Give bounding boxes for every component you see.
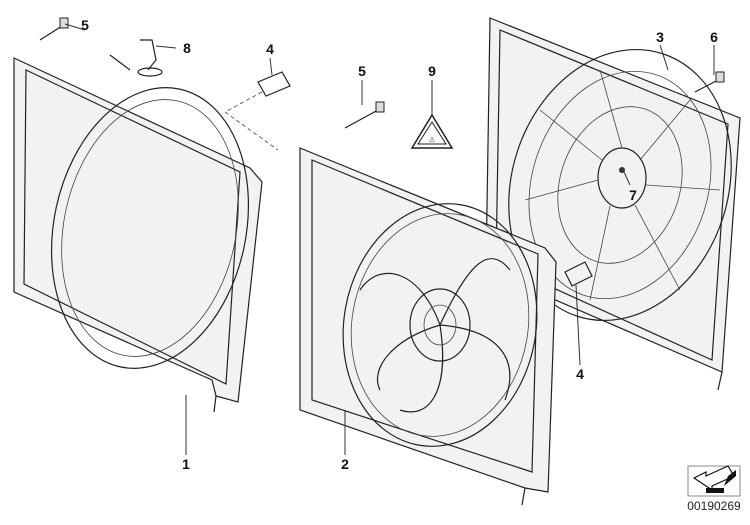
svg-text:⚠: ⚠ — [429, 136, 435, 144]
screw-icon-5-left — [39, 17, 69, 41]
label-7: 7 — [629, 187, 637, 203]
diagram-code: 00190269 — [687, 499, 741, 513]
label-5-left: 5 — [81, 17, 89, 33]
label-2: 2 — [341, 456, 349, 472]
hub-screw-icon-7 — [619, 167, 625, 173]
label-9: 9 — [428, 63, 436, 79]
part-1-fan-shroud — [13, 54, 263, 413]
leader-lines — [64, 23, 715, 455]
label-8: 8 — [183, 40, 191, 56]
warning-sticker-icon-9: ⚠ — [410, 113, 454, 149]
clip-icon-8 — [137, 39, 163, 77]
label-4-top: 4 — [266, 41, 274, 57]
label-1: 1 — [182, 456, 190, 472]
screw-icon-5-mid — [344, 101, 385, 129]
orientation-arrow-icon — [687, 465, 741, 497]
rivet-icon-4-bottom — [564, 261, 593, 287]
label-4-bottom: 4 — [576, 366, 584, 382]
label-5-mid: 5 — [358, 63, 366, 79]
screw-icon-6 — [694, 71, 725, 93]
part-2-fan-assembly — [299, 147, 557, 506]
rivet-icon-4-top — [224, 71, 291, 151]
label-3: 3 — [656, 29, 664, 45]
label-6: 6 — [710, 29, 718, 45]
